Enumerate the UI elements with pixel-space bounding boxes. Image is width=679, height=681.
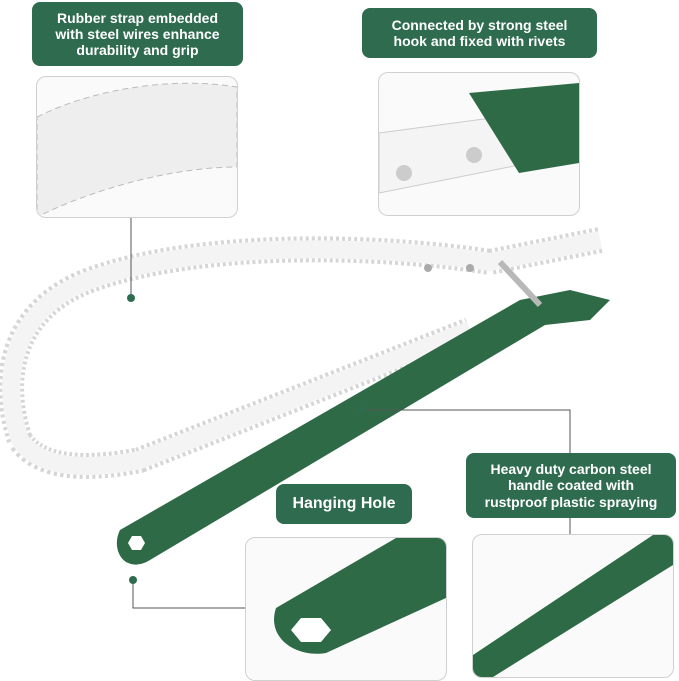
callout-dots [127, 294, 366, 584]
inset-handle-closeup [472, 534, 674, 678]
callout-strap: Rubber strap embedded with steel wires e… [32, 2, 243, 66]
inset-strap-closeup [36, 76, 238, 218]
callout-lines [130, 216, 571, 609]
hanging-hole [128, 536, 145, 550]
callout-hole: Hanging Hole [276, 484, 412, 524]
callout-hook: Connected by strong steel hook and fixed… [362, 8, 597, 58]
inset-hole-closeup [245, 537, 447, 681]
steel-hook [497, 259, 543, 308]
wrench-handle [116, 290, 611, 565]
callout-handle: Heavy duty carbon steel handle coated wi… [466, 453, 676, 518]
inset-hook-closeup [378, 72, 580, 216]
